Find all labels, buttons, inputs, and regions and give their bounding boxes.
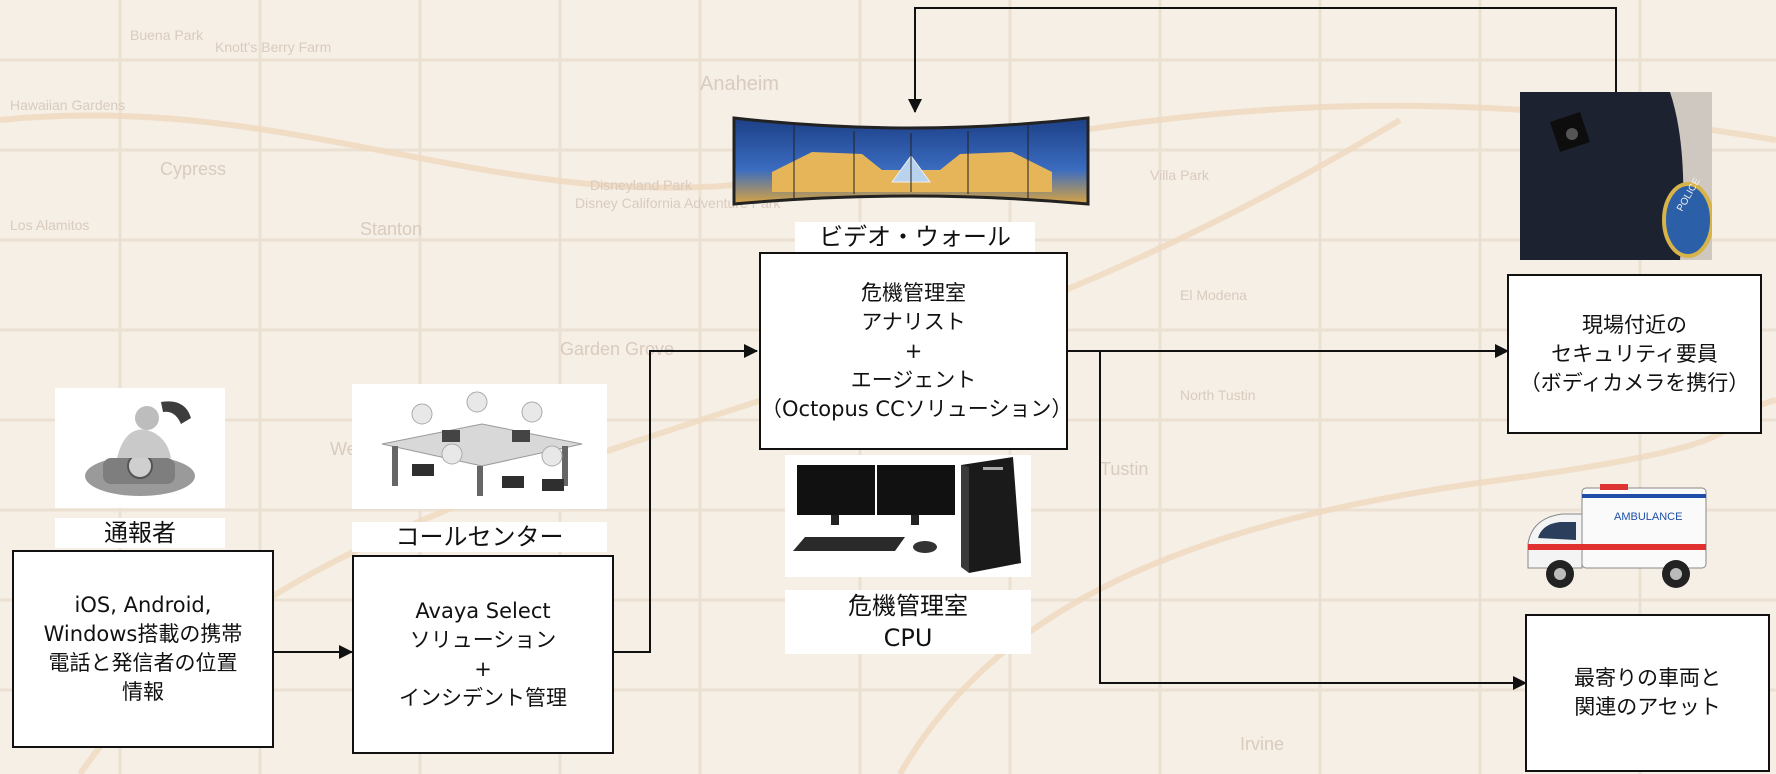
crisis-cpu-caption: 危機管理室 CPU (785, 590, 1031, 654)
caller-box: iOS, Android, Windows搭載の携帯 電話と発信者の位置 情報 (12, 550, 274, 748)
security-staff-box: 現場付近の セキュリティ要員 （ボディカメラを携行） (1507, 274, 1762, 434)
crisis-room-line: 危機管理室 (861, 280, 966, 305)
caller-line: 電話と発信者の位置 (48, 651, 238, 675)
vehicles-line: 最寄りの車両と (1574, 666, 1721, 690)
map-label: Anaheim (700, 73, 779, 95)
map-label: Irvine (1240, 734, 1284, 754)
caller-line: Windows搭載の携帯 (43, 622, 243, 646)
arrow-callcenter-to-crisisroom (613, 344, 758, 653)
officer-picture: POLICE (1520, 92, 1714, 260)
crisis-room-line: + (904, 338, 923, 363)
telephone-picture (55, 388, 225, 508)
arrow-crisisroom-to-vehicles (1099, 351, 1527, 690)
call-center-picture (352, 384, 607, 509)
caller-caption-text: 通報者 (104, 519, 176, 547)
map-label: Buena Park (130, 27, 204, 43)
map-label: Knott's Berry Farm (215, 39, 331, 55)
map-label: Hawaiian Gardens (10, 97, 125, 113)
crisis-room-line: アナリスト (861, 309, 966, 334)
vehicles-box: 最寄りの車両と 関連のアセット (1525, 614, 1770, 772)
crisis-room-box: 危機管理室 アナリスト + エージェント （Octopus CCソリューション） (759, 252, 1073, 450)
map-label: Stanton (360, 219, 422, 239)
computer-picture (785, 455, 1031, 577)
video-wall-picture (732, 112, 1090, 212)
video-wall-caption: ビデオ・ウォール (795, 222, 1035, 252)
arrow-security-to-videowall (908, 7, 1617, 113)
map-label: Cypress (160, 159, 226, 179)
crisis-cpu-line: 危機管理室 (848, 592, 968, 620)
map-label: El Modena (1180, 287, 1247, 303)
map-label: North Tustin (1180, 387, 1255, 403)
call-center-line: インシデント管理 (399, 685, 567, 710)
caller-caption: 通報者 (55, 518, 225, 548)
map-label: Los Alamitos (10, 217, 89, 233)
ambulance-picture: AMBULANCE (1518, 478, 1714, 596)
vehicles-line: 関連のアセット (1574, 695, 1721, 719)
map-label: Disneyland Park (590, 177, 693, 193)
map-label: Garden Grove (560, 339, 674, 359)
call-center-caption: コールセンター (352, 522, 607, 552)
video-wall-caption-text: ビデオ・ウォール (819, 223, 1011, 251)
map-label: Tustin (1100, 459, 1148, 479)
call-center-line: + (474, 656, 492, 681)
map-label: Villa Park (1150, 167, 1210, 183)
call-center-box: Avaya Select ソリューション + インシデント管理 (352, 555, 614, 754)
security-staff-line: （ボディカメラを携行） (1519, 370, 1750, 395)
call-center-line: ソリューション (409, 627, 557, 652)
ambulance-label: AMBULANCE (1614, 511, 1682, 523)
caller-line: 情報 (122, 680, 164, 704)
map-label: Disney California Adventure Park (575, 195, 781, 211)
security-staff-line: 現場付近の (1582, 312, 1687, 337)
call-center-line: Avaya Select (415, 598, 551, 623)
crisis-room-line: エージェント (850, 367, 977, 392)
security-staff-line: セキュリティ要員 (1551, 341, 1718, 366)
caller-line: iOS, Android, (74, 593, 212, 617)
call-center-caption-text: コールセンター (395, 523, 564, 551)
crisis-room-line: （Octopus CCソリューション） (761, 396, 1073, 421)
crisis-cpu-line: CPU (883, 624, 933, 652)
